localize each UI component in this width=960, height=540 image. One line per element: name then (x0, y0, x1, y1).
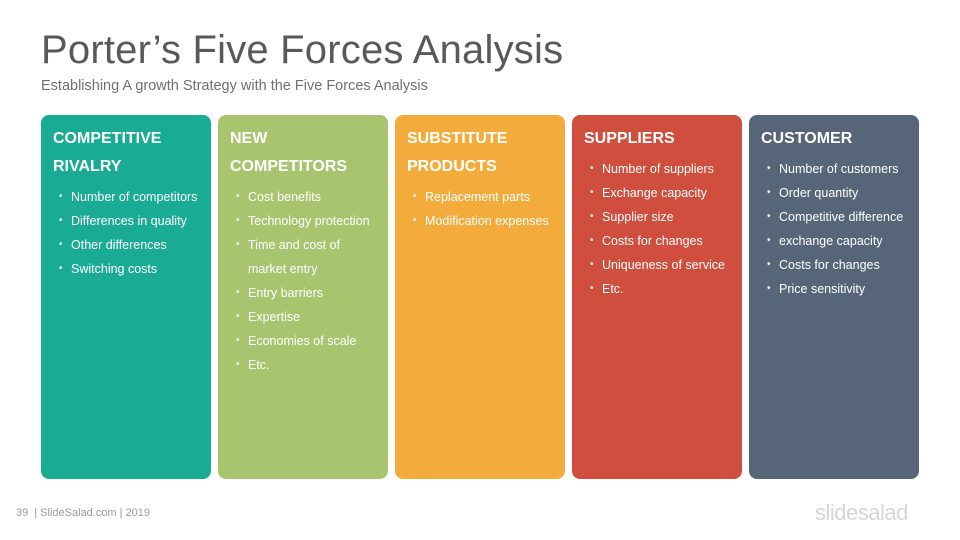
card-title: SUBSTITUTE PRODUCTS (407, 130, 508, 175)
list-item: Differences in quality (53, 209, 203, 233)
card-list: Replacement parts Modification expenses (407, 185, 557, 233)
list-item: Time and cost of market entry (230, 233, 380, 281)
list-item: Order quantity (761, 181, 911, 205)
list-item: Supplier size (584, 205, 734, 229)
list-item: Etc. (584, 277, 734, 301)
list-item: Replacement parts (407, 185, 557, 209)
list-item: Modification expenses (407, 209, 557, 233)
card-list: Number of competitors Differences in qua… (53, 185, 203, 281)
list-item: Number of customers (761, 157, 911, 181)
card-title: COMPETITIVE RIVALRY (53, 130, 162, 175)
list-item: Uniqueness of service (584, 253, 734, 277)
list-item: Competitive difference (761, 205, 911, 229)
footer-credit: | SlideSalad.com | 2019 (34, 507, 151, 519)
list-item: Costs for changes (761, 253, 911, 277)
card-title: SUPPLIERS (584, 130, 675, 147)
list-item: Exchange capacity (584, 181, 734, 205)
list-item: exchange capacity (761, 229, 911, 253)
card-customer: CUSTOMER Number of customers Order quant… (749, 115, 919, 479)
list-item: Other differences (53, 233, 203, 257)
card-competitive-rivalry: COMPETITIVE RIVALRY Number of competitor… (41, 115, 211, 479)
card-list: Number of suppliers Exchange capacity Su… (584, 157, 734, 301)
list-item: Number of suppliers (584, 157, 734, 181)
footer: 39 | SlideSalad.com | 2019 (16, 507, 150, 519)
five-forces-columns: COMPETITIVE RIVALRY Number of competitor… (41, 115, 919, 479)
brand-logo: slidesalad (815, 500, 908, 525)
card-list: Cost benefits Technology protection Time… (230, 185, 380, 377)
list-item: Entry barriers (230, 281, 380, 305)
list-item: Technology protection (230, 209, 380, 233)
list-item: Costs for changes (584, 229, 734, 253)
list-item: Etc. (230, 353, 380, 377)
card-list: Number of customers Order quantity Compe… (761, 157, 911, 301)
slide-subtitle: Establishing A growth Strategy with the … (41, 78, 428, 94)
card-title: NEW COMPETITORS (230, 130, 348, 175)
page-number: 39 (16, 507, 29, 519)
card-substitute-products: SUBSTITUTE PRODUCTS Replacement parts Mo… (395, 115, 565, 479)
list-item: Cost benefits (230, 185, 380, 209)
list-item: Price sensitivity (761, 277, 911, 301)
list-item: Switching costs (53, 257, 203, 281)
card-new-competitors: NEW COMPETITORS Cost benefits Technology… (218, 115, 388, 479)
card-title: CUSTOMER (761, 130, 853, 147)
list-item: Number of competitors (53, 185, 203, 209)
list-item: Economies of scale (230, 329, 380, 353)
list-item: Expertise (230, 305, 380, 329)
slide-title: Porter’s Five Forces Analysis (41, 28, 564, 72)
card-suppliers: SUPPLIERS Number of suppliers Exchange c… (572, 115, 742, 479)
